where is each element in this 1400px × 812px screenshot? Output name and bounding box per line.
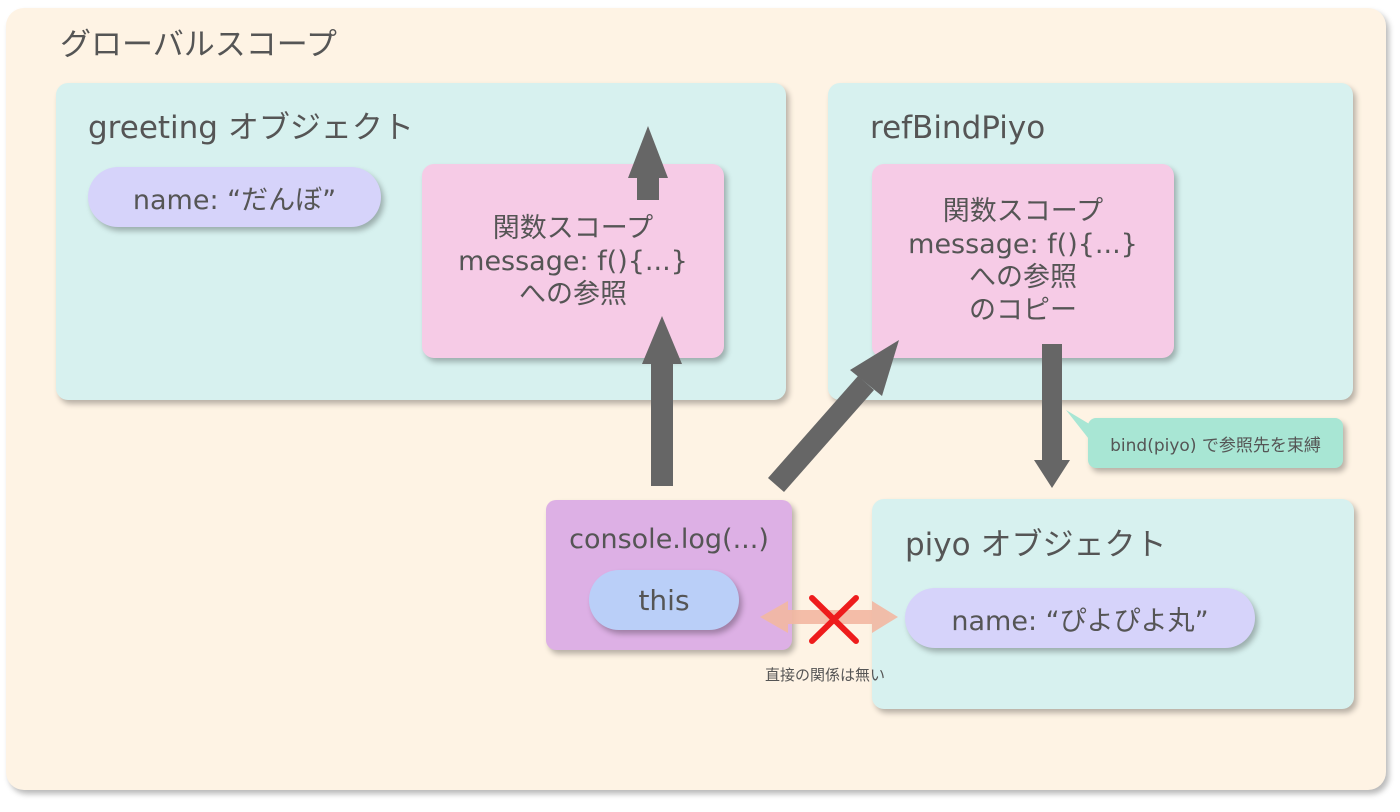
piyo-name-property: name: “ぴよぴよ丸”: [905, 588, 1255, 648]
this-keyword: this: [589, 570, 739, 630]
console-log-title: console.log(...): [569, 524, 769, 555]
arrow-this-to-function-scope: [642, 316, 682, 486]
reference-copy-line2: message: f(){...}: [908, 229, 1138, 260]
piyo-object-title: piyo オブジェクト: [905, 527, 1167, 563]
reference-copy-line4: のコピー: [969, 295, 1077, 326]
callout-tail: [1066, 410, 1096, 448]
no-relation-label: 直接の関係は無い: [765, 666, 886, 684]
bind-callout: bind(piyo) で参照先を束縛: [1088, 418, 1343, 468]
function-scope-box: 関数スコープ message: f(){...} への参照: [422, 164, 724, 358]
reference-copy-line1: 関数スコープ: [942, 196, 1104, 227]
greeting-name-property: name: “だんぼ”: [88, 167, 381, 227]
global-scope-title: グローバルスコープ: [60, 27, 337, 63]
arrow-this-to-reference-copy: [768, 340, 899, 492]
function-scope-line1: 関数スコープ: [492, 212, 654, 244]
reference-copy-box: 関数スコープ message: f(){...} への参照 のコピー: [872, 164, 1174, 358]
ref-bind-piyo-title: refBindPiyo: [870, 110, 1046, 146]
function-scope-line2: message: f(){...}: [458, 245, 688, 277]
function-scope-line3: への参照: [519, 278, 627, 310]
arrow-up-from-function-scope: [628, 126, 668, 200]
greeting-object-title: greeting オブジェクト: [88, 110, 414, 146]
arrow-reference-copy-to-piyo: [1034, 344, 1070, 488]
cross-icon: [809, 595, 859, 644]
reference-copy-line3: への参照: [969, 262, 1077, 293]
